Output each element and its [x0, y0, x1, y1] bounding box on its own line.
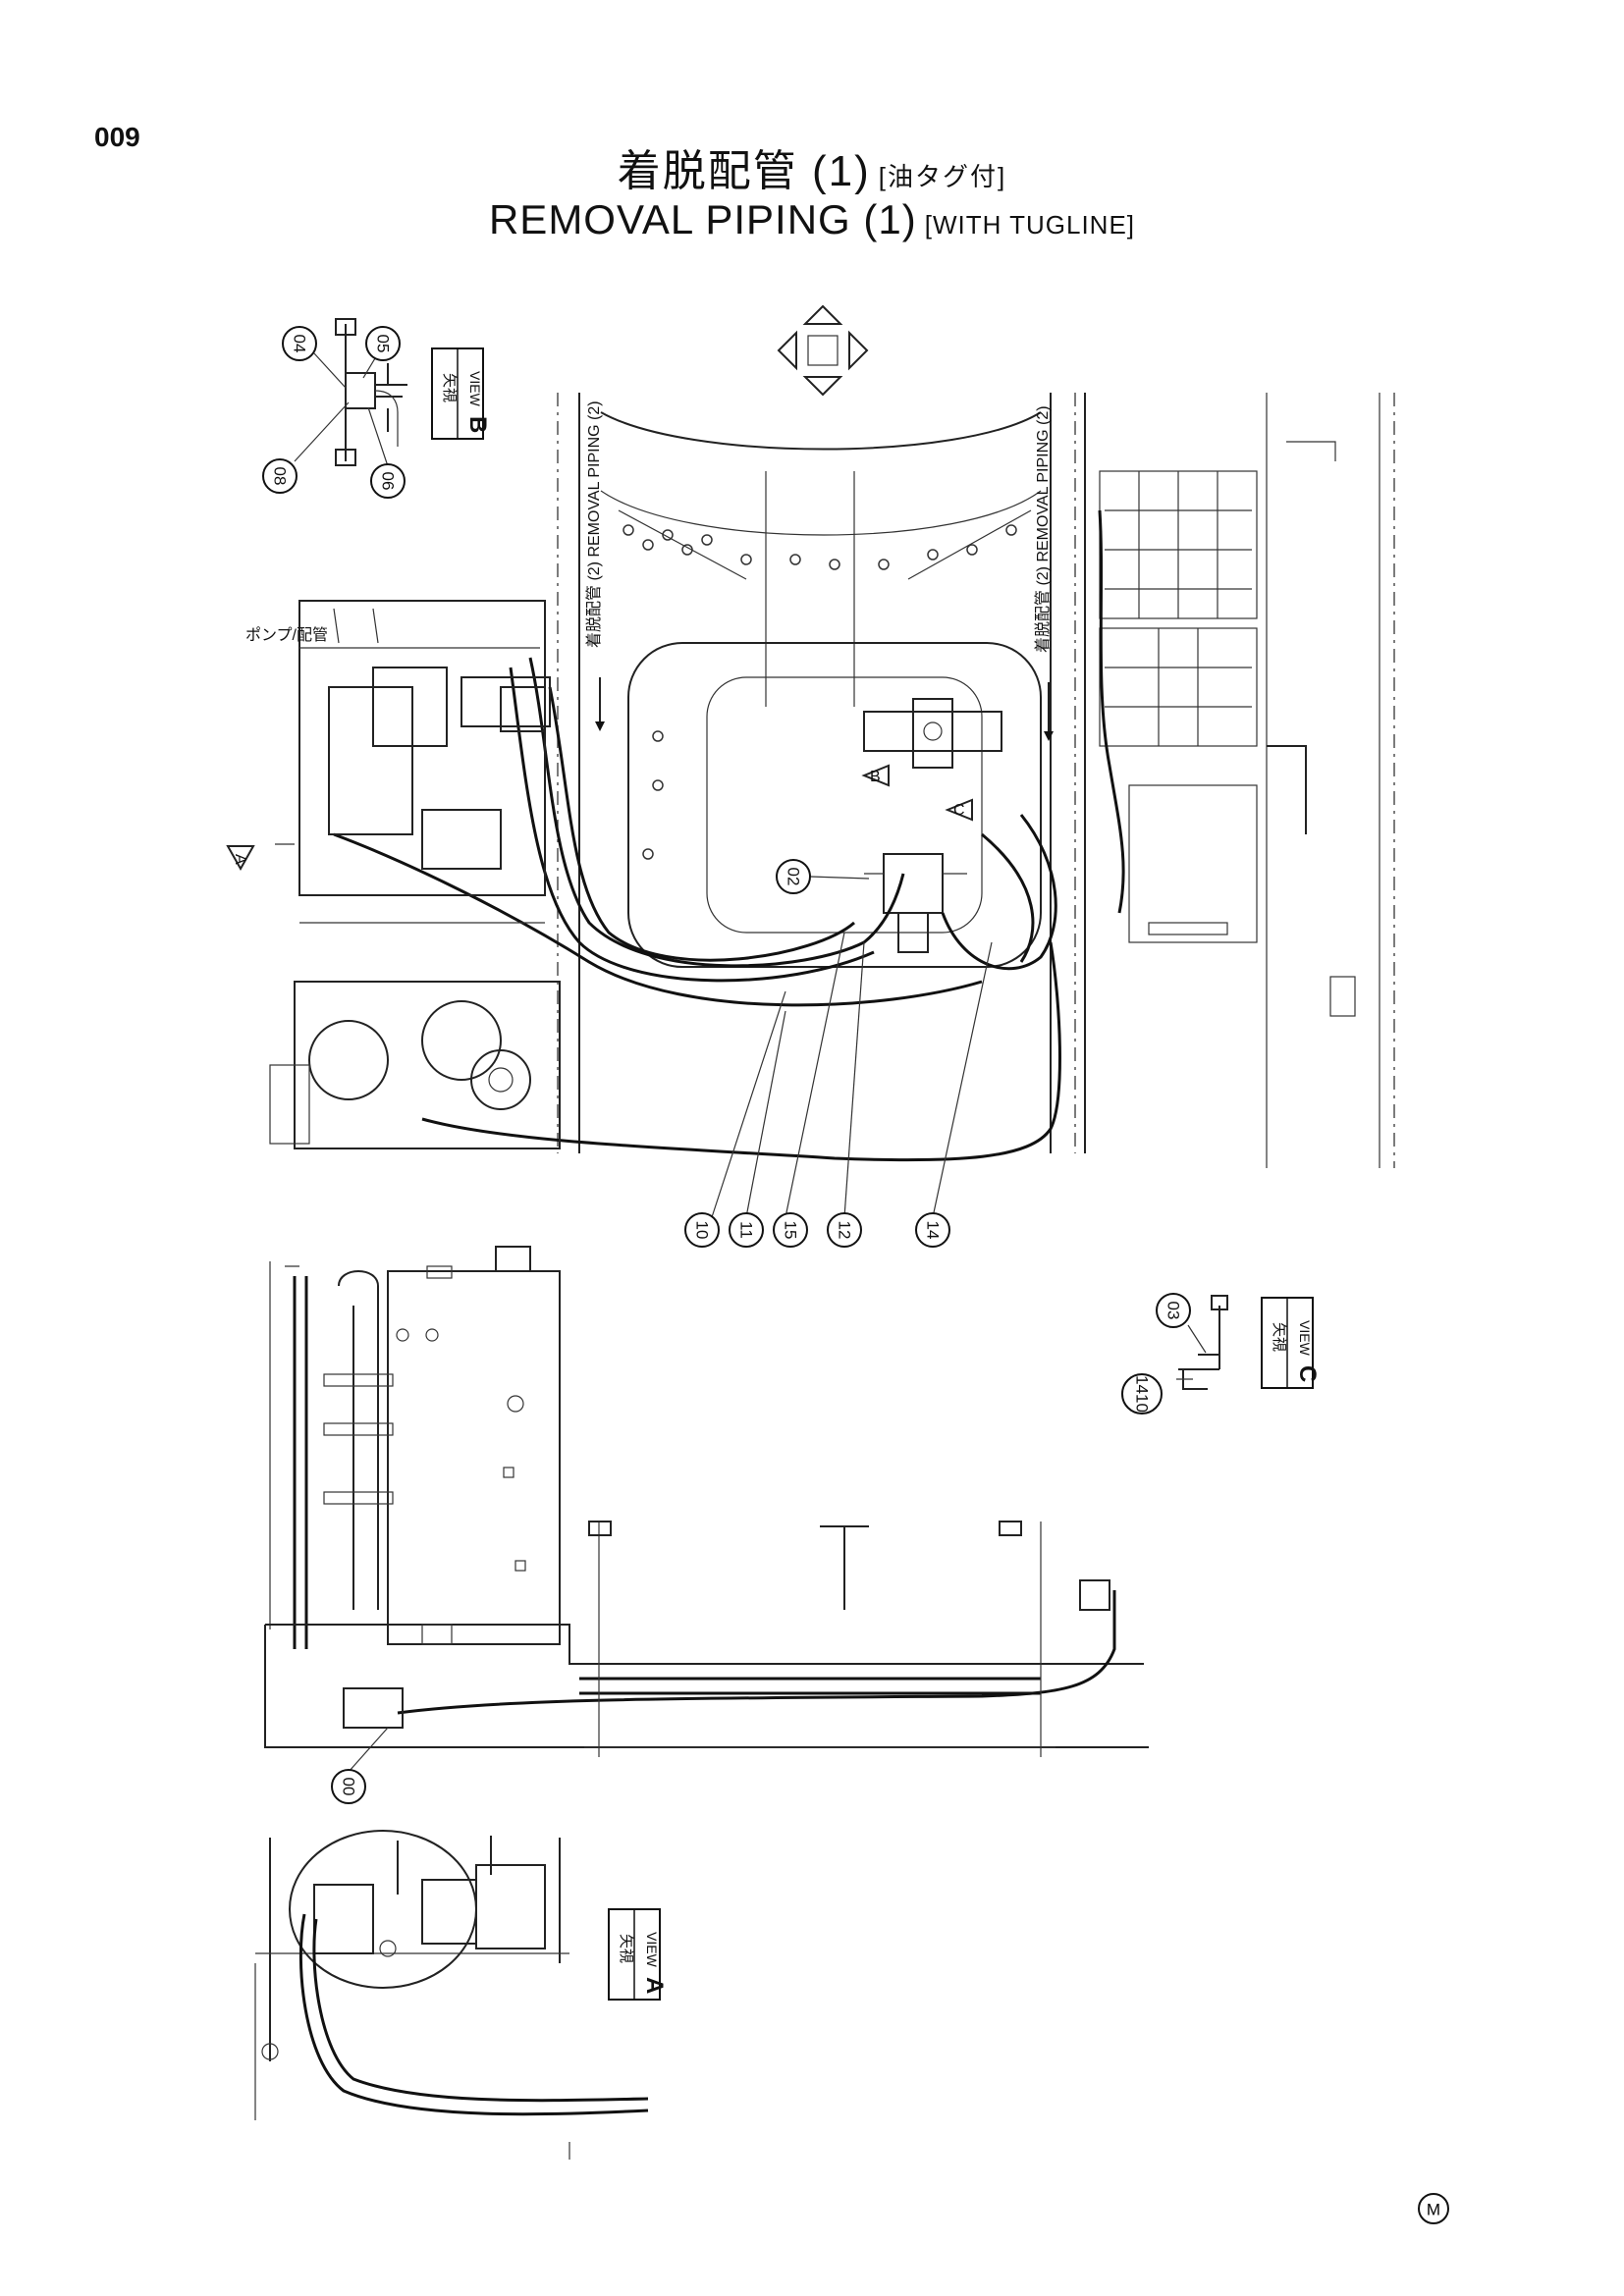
view-c-detail [1176, 1295, 1228, 1390]
view-c-letter: C [1294, 1365, 1321, 1382]
callout-06: 06 [370, 463, 406, 499]
callout-1410: 1410 [1121, 1373, 1163, 1415]
view-a-letter: A [641, 1977, 668, 1994]
view-b-label: 矢視 VIEW B [431, 347, 491, 440]
callout-12-text: 12 [836, 1221, 854, 1240]
marker-b: B [861, 764, 890, 787]
marker-c: C [945, 798, 973, 822]
view-c-jp: 矢視 [1271, 1322, 1287, 1352]
title-english: REMOVAL PIPING (1)[WITH TUGLINE] [0, 196, 1624, 243]
callout-05-text: 05 [374, 335, 393, 353]
view-b-en: VIEW [467, 371, 483, 407]
callout-02-text: 02 [785, 868, 803, 886]
callout-08-text: 08 [271, 467, 290, 486]
svg-text:C: C [953, 802, 965, 819]
m-mark: M [1418, 2193, 1449, 2224]
m-mark-text: M [1427, 2201, 1440, 2219]
svg-text:B: B [870, 769, 881, 785]
pump-note: ポンプ/配管 [245, 626, 328, 644]
view-b-letter: B [464, 416, 491, 433]
view-b-jp: 矢視 [441, 373, 458, 402]
callout-04-text: 04 [291, 335, 309, 353]
callout-00: 00 [331, 1769, 366, 1804]
view-a-jp: 矢視 [618, 1934, 634, 1963]
title-jp-main: 着脱配管 (1) [617, 147, 871, 195]
piping-note-left: 着脱配管 (2) REMOVAL PIPING (2) [585, 400, 603, 648]
callout-05: 05 [365, 326, 401, 361]
callout-03-text: 03 [1164, 1302, 1183, 1320]
view-a-label: 矢視 VIEW A [608, 1908, 668, 2001]
callout-02: 02 [776, 859, 811, 894]
direction-compass-icon [777, 304, 869, 397]
view-c-en: VIEW [1297, 1320, 1313, 1357]
callout-11: 11 [729, 1212, 764, 1248]
title-japanese: 着脱配管 (1)[油タグ付] [0, 135, 1624, 198]
callout-11-text: 11 [737, 1221, 756, 1239]
callout-14: 14 [915, 1212, 950, 1248]
view-b-detail [294, 318, 407, 467]
piping-note-right: 着脱配管 (2) REMOVAL PIPING (2) [1034, 405, 1052, 653]
view-c-label: 矢視 VIEW C [1261, 1297, 1321, 1389]
title-en-main: REMOVAL PIPING (1) [488, 196, 917, 242]
svg-text:A: A [232, 854, 248, 865]
side-elevation-view [264, 1246, 1149, 1773]
callout-10: 10 [684, 1212, 720, 1248]
title-jp-sub: [油タグ付] [878, 162, 1007, 191]
callout-08: 08 [262, 458, 298, 494]
main-plan-view: B C ポンプ/配管 [226, 393, 1395, 1218]
callout-14-text: 14 [924, 1221, 943, 1240]
view-a-detail [254, 1830, 649, 2160]
title-en-sub: [WITH TUGLINE] [924, 210, 1136, 240]
callout-04: 04 [282, 326, 317, 361]
callout-15: 15 [773, 1212, 808, 1248]
page-number: 009 [94, 122, 140, 152]
marker-a: A [226, 845, 255, 872]
callout-1410-text: 1410 [1133, 1375, 1152, 1413]
callout-10-text: 10 [693, 1221, 712, 1240]
callout-06-text: 06 [379, 472, 398, 491]
callout-03: 03 [1156, 1293, 1191, 1328]
view-a-en: VIEW [644, 1932, 660, 1968]
callout-00-text: 00 [340, 1778, 358, 1796]
callout-15-text: 15 [782, 1221, 800, 1240]
callout-12: 12 [827, 1212, 862, 1248]
